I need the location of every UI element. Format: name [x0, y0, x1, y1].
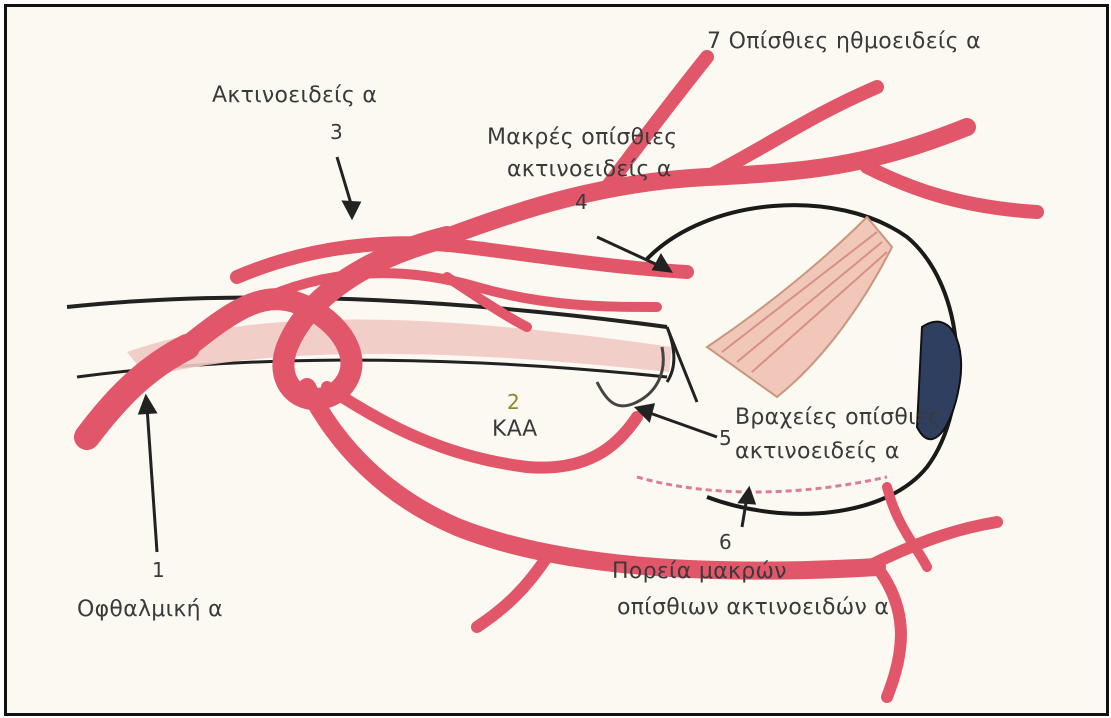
label-number-5: 5: [719, 425, 732, 451]
arrow-5: [647, 412, 717, 437]
arrow-nerve: [667, 327, 697, 402]
label-number-1: 1: [152, 557, 165, 583]
diagram-frame: Ακτινοειδείς α 3 Μακρές οπίσθιες ακτινοε…: [4, 4, 1109, 716]
label-number-3: 3: [330, 119, 343, 145]
label-posterior-ethmoidal: 7 Οπίσθιες ηθμοειδείς α: [707, 29, 981, 55]
label-number-4: 4: [575, 189, 588, 215]
long-posterior-course: [637, 477, 887, 492]
label-short-posterior-1: Βραχείες οπίσθιες: [735, 405, 941, 431]
muscle-bundle: [707, 217, 892, 397]
arrow-3: [337, 157, 352, 207]
label-number-6: 6: [719, 529, 732, 555]
label-ophthalmic: Οφθαλμική α: [77, 597, 223, 623]
label-course-1: Πορεία μακρών: [612, 559, 787, 585]
arrow-1: [147, 407, 157, 552]
label-ciliary-arteries: Ακτινοειδείς α: [212, 83, 377, 109]
label-long-posterior-2: ακτινοειδείς α: [507, 157, 672, 183]
label-short-posterior-2: ακτινοειδείς α: [735, 439, 900, 465]
ophthalmic-loop: [187, 237, 447, 399]
label-kaa: ΚΑΑ: [492, 417, 537, 443]
label-number-2: 2: [507, 389, 520, 415]
label-course-2: οπίσθιων ακτινοειδών α: [617, 595, 889, 621]
label-long-posterior-1: Μακρές οπίσθιες: [487, 125, 678, 151]
